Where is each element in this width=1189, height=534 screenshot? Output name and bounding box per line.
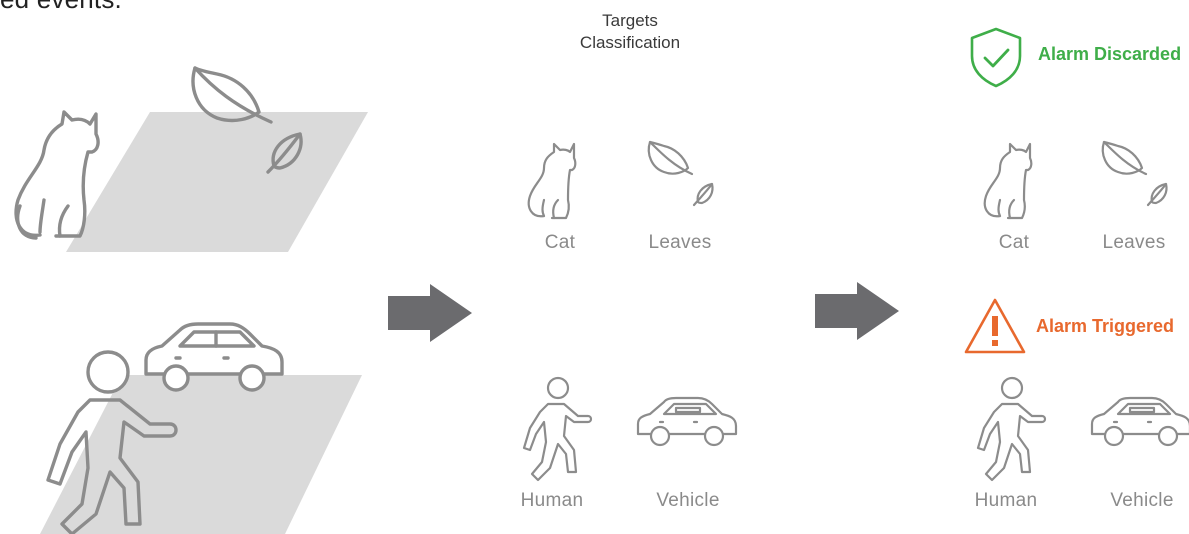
cat-icon bbox=[14, 110, 100, 240]
cat-icon bbox=[983, 142, 1033, 220]
alarm-discarded-label: Alarm Discarded bbox=[1038, 44, 1182, 64]
classification-heading-line1: Targets bbox=[602, 11, 658, 30]
car-icon bbox=[1090, 396, 1189, 447]
ground-plane-top bbox=[40, 112, 368, 534]
leaf-icon-large bbox=[191, 66, 273, 124]
label-vehicle: Vehicle bbox=[1110, 490, 1174, 511]
leaf-icon-small bbox=[1146, 182, 1168, 207]
intro-text: ed events. bbox=[0, 0, 122, 15]
label-vehicle: Vehicle bbox=[656, 490, 720, 511]
label-cat: Cat bbox=[998, 232, 1030, 253]
cat-icon bbox=[527, 142, 577, 220]
label-leaves: Leaves bbox=[648, 232, 712, 253]
human-icon-large bbox=[46, 350, 178, 534]
leaf-icon-small bbox=[692, 182, 714, 207]
human-icon bbox=[976, 376, 1047, 482]
label-cat: Cat bbox=[544, 232, 576, 253]
label-leaves: Leaves bbox=[1102, 232, 1166, 253]
classification-heading-line2: Classification bbox=[579, 33, 681, 52]
car-icon bbox=[636, 396, 738, 447]
alarm-triggered-label: Alarm Triggered bbox=[1036, 316, 1175, 336]
leaf-icon-large bbox=[1101, 140, 1148, 176]
classification-heading: Targets Classification bbox=[540, 10, 720, 54]
label-human: Human bbox=[974, 490, 1038, 511]
leaf-icon-large bbox=[647, 140, 694, 176]
shield-check-icon bbox=[970, 27, 1022, 88]
human-icon bbox=[522, 376, 593, 482]
warning-triangle-icon bbox=[964, 298, 1026, 354]
arrow-right-1 bbox=[388, 284, 472, 342]
arrow-right-2 bbox=[815, 282, 899, 340]
leaf-icon-small bbox=[266, 132, 303, 174]
label-human: Human bbox=[520, 490, 584, 511]
car-icon-large bbox=[144, 322, 284, 392]
